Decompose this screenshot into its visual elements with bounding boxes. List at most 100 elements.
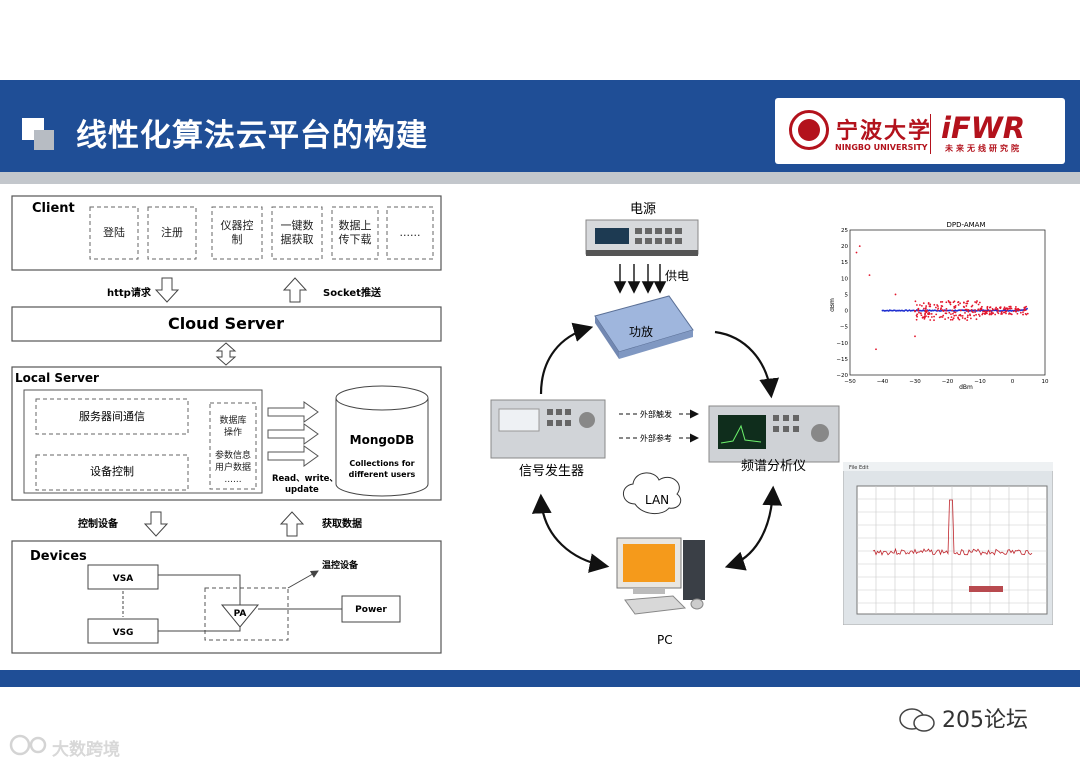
vsa-label: VSA [113,574,133,584]
client-item-instrument-1: 仪器控 [221,218,254,232]
client-item-box [271,206,323,260]
scatter-point-red [875,348,877,351]
y-tick-label: 20 [841,244,848,250]
scatter-point-red [939,301,942,303]
get-data-label: 获取数据 [321,517,362,530]
pc-icon [616,537,705,615]
mongodb-cylinder-icon [335,385,429,497]
scatter-point-red [948,311,951,314]
scatter-point-red [984,310,986,313]
server-comm-label: 服务器间通信 [79,410,145,423]
devices-box [11,540,442,654]
spectrum-screenshot: File Edit [843,462,1053,625]
client-item-upload-1: 数据上 [339,218,372,232]
client-item-box [331,206,379,260]
scatter-point-red [990,311,993,314]
scatter-point-red [974,309,976,311]
scatter-point-red [961,317,964,319]
scatter-point-red [950,316,953,319]
scatter-point-red [927,315,930,318]
scatter-point-red [949,303,952,306]
scatter-point-red [976,300,978,302]
scatter-point-red [1014,306,1017,308]
scatter-point-red [952,312,954,315]
scatter-point-red [994,313,997,316]
scatter-point-red [957,316,959,319]
vsg-box [87,618,159,644]
scatter-point-red [988,310,991,313]
scatter-point-red [1017,309,1020,312]
devices-label: Devices [30,549,87,564]
scatter-point-red [954,305,957,307]
scatter-point-red [945,309,948,312]
scatter-point-red [936,309,939,311]
vsg-pa-link [158,627,241,632]
right-arrow-icon [267,401,319,423]
power-supply-label: 电源 [630,202,656,217]
right-arrow-icon [267,423,319,445]
scatter-point-red [1003,306,1006,309]
title-square-icon-shadow [34,130,54,150]
scatter-point-red [967,300,970,302]
down-arrow-icon [154,277,180,303]
client-item-data-2: 据获取 [281,232,314,246]
rw-label-2: update [285,485,319,495]
scatter-point-red [1016,312,1019,315]
scatter-point-red [1004,308,1007,310]
scatter-point-red [978,315,981,317]
scatter-point-red [959,314,962,316]
scatter-point-red [975,318,978,321]
scatter-point-red [1008,313,1010,315]
scatter-point-red [941,316,944,318]
mongodb-title: MongoDB [350,433,415,447]
amplifier-icon [594,295,694,359]
scatter-point-red [914,310,916,313]
device-control-box [35,454,189,491]
scatter-point-red [986,310,988,313]
db-ops-line: 操作 [224,426,242,438]
scatter-point-red [947,300,950,302]
scatter-point-red [940,315,942,318]
scatter-point-red [973,314,976,317]
client-item-box [147,206,197,260]
scatter-point-red [914,335,916,338]
scatter-point-red [988,313,991,316]
vsa-box [87,564,159,590]
scatter-point-red [981,313,984,316]
db-ops-line: 数据库 [219,414,246,426]
x-tick-label: −30 [909,379,921,385]
scatter-point-red [1014,308,1017,311]
client-item-login: 登陆 [103,225,125,239]
db-ops-line: 用户数据 [215,461,251,473]
x-axis-label: dBm [959,384,973,391]
scatter-point-red [986,312,988,315]
scatter-point-red [917,309,920,312]
external-ref-label: 外部参考 [640,433,672,443]
y-tick-label: 0 [845,309,849,315]
scatter-point-red [1009,312,1012,315]
scatter-point-red [1015,310,1017,313]
right-arrow-icon [267,445,319,467]
architecture-diagram: Client 登陆 注册 仪器控 制 一键数 据获取 数据上 传下载 .....… [11,195,442,654]
scatter-point-red [929,305,931,308]
rw-label-1: Read、write、 [272,474,338,484]
signal-generator-icon [490,399,606,459]
pc-analyzer-arrow [724,485,783,571]
client-item-data-1: 一键数 [281,218,314,232]
scatter-point-red [979,308,982,311]
pa-temp-box [204,587,289,641]
spectrum-trace [872,499,1033,556]
scatter-point-red [988,306,991,309]
client-item-register: 注册 [161,225,183,239]
scatter-point-red [957,301,959,304]
university-seal-center [798,119,820,141]
scatter-point-red [990,313,993,316]
scatter-point-red [1024,313,1027,315]
chart-background [830,215,1052,395]
device-control-label: 设备控制 [90,464,134,478]
scatter-point-red [961,314,964,317]
pa-label: PA [234,609,247,619]
down-arrow-icon [143,511,169,537]
scatter-point-red [930,312,933,315]
scatter-point-red [959,302,962,305]
